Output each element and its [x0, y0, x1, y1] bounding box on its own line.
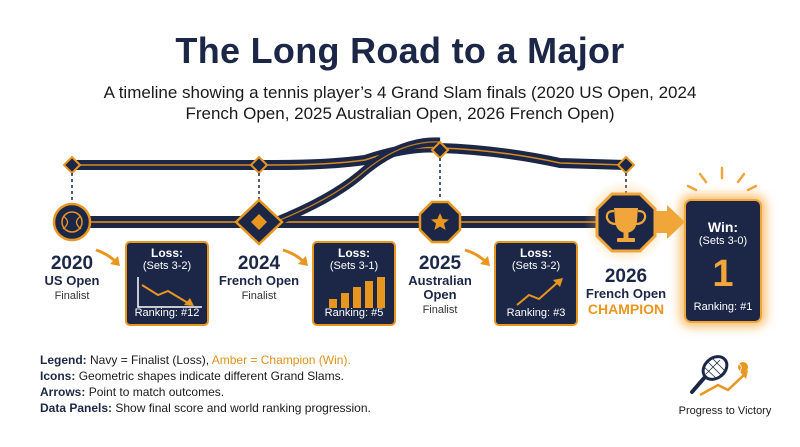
milestone-event: French Open [218, 273, 300, 288]
milestone-role: Finalist [54, 290, 90, 302]
data-panel-2025: Loss: (Sets 3-2) Ranking: #3 [494, 241, 578, 326]
legend-line-panels: Data Panels: Show final score and world … [40, 400, 371, 416]
upper-marker-2026 [616, 155, 636, 175]
data-panel-2024: Loss: (Sets 3-1) Ranking: #5 [312, 241, 396, 326]
upper-marker-2024 [249, 155, 269, 175]
legend-key: Legend: [40, 353, 87, 367]
champion-label: CHAMPION [587, 301, 665, 317]
milestone-year: 2026 [604, 266, 648, 287]
legend-line-arrows: Arrows: Point to match outcomes. [40, 384, 371, 400]
legend-text: Navy = Finalist (Loss), [90, 353, 212, 367]
diamond-icon [234, 198, 284, 246]
panel-ranking: Ranking: #12 [134, 307, 200, 319]
uptrend-chart-icon [516, 278, 563, 306]
star-icon [418, 200, 462, 244]
legend: Legend: Navy = Finalist (Loss), Amber = … [40, 352, 371, 416]
win-number: 1 [712, 253, 734, 295]
downtrend-chart-icon [137, 277, 202, 308]
victory-arrow [655, 205, 685, 239]
outcome-arrowheads [110, 256, 490, 266]
milestone-year: 2020 [50, 253, 94, 274]
trophy-icon [584, 180, 668, 264]
milestone-role: Finalist [241, 290, 277, 302]
page-title: The Long Road to a Major [175, 30, 625, 71]
milestone-2020: 2020 US Open Finalist [27, 254, 117, 303]
legend-key: Data Panels: [40, 401, 113, 415]
milestone-event: Australian Open [408, 273, 472, 302]
panel-ranking: Ranking: #5 [324, 307, 384, 319]
data-panel-2020: Loss: (Sets 3-2) Ranking: #12 [125, 241, 209, 326]
legend-text: Geometric shapes indicate different Gran… [78, 369, 344, 383]
tennis-ball-icon [52, 202, 92, 242]
milestone-year: 2025 [418, 253, 462, 274]
legend-text: Show final score and world ranking progr… [115, 401, 371, 415]
bar-chart-icon [329, 277, 385, 308]
win-rays [686, 166, 758, 192]
dashed-guides [71, 158, 627, 200]
panel-score: (Sets 3-1) [329, 260, 379, 272]
milestone-event: US Open [44, 273, 100, 288]
milestone-2026: 2026 French Open CHAMPION [576, 266, 676, 318]
milestone-role: Finalist [422, 304, 458, 316]
win-ranking: Ranking: #1 [693, 301, 753, 313]
legend-key: Arrows: [40, 385, 86, 399]
legend-accent: Amber = Champion (Win). [211, 353, 351, 367]
milestone-2025: 2025 Australian Open Finalist [395, 254, 485, 317]
panel-result: Loss: [337, 246, 370, 260]
milestone-event: French Open [585, 286, 667, 301]
tennis-ball-small-icon [738, 362, 748, 372]
upper-marker-2020 [62, 155, 82, 175]
legend-line-icons: Icons: Geometric shapes indicate differe… [40, 368, 371, 384]
legend-line-colors: Legend: Navy = Finalist (Loss), Amber = … [40, 352, 371, 368]
win-panel: Win: (Sets 3-0) 1 Ranking: #1 [684, 199, 762, 323]
panel-result: Loss: [519, 246, 552, 260]
racket-icon [690, 355, 729, 394]
win-score: (Sets 3-0) [698, 235, 748, 247]
connector-road [273, 137, 441, 227]
panel-score: (Sets 3-2) [142, 260, 192, 272]
legend-text: Point to match outcomes. [88, 385, 225, 399]
panel-result: Loss: [150, 246, 183, 260]
win-result: Win: [707, 219, 739, 235]
panel-score: (Sets 3-2) [511, 260, 561, 272]
milestone-2024: 2024 French Open Finalist [209, 254, 309, 303]
progress-label: Progress to Victory [678, 405, 772, 417]
upper-road [67, 142, 631, 170]
upward-trend-icon [699, 370, 748, 397]
milestone-year: 2024 [237, 253, 281, 274]
page-subtitle: A timeline showing a tennis player’s 4 G… [103, 83, 697, 123]
legend-key: Icons: [40, 369, 76, 383]
panel-ranking: Ranking: #3 [506, 307, 566, 319]
